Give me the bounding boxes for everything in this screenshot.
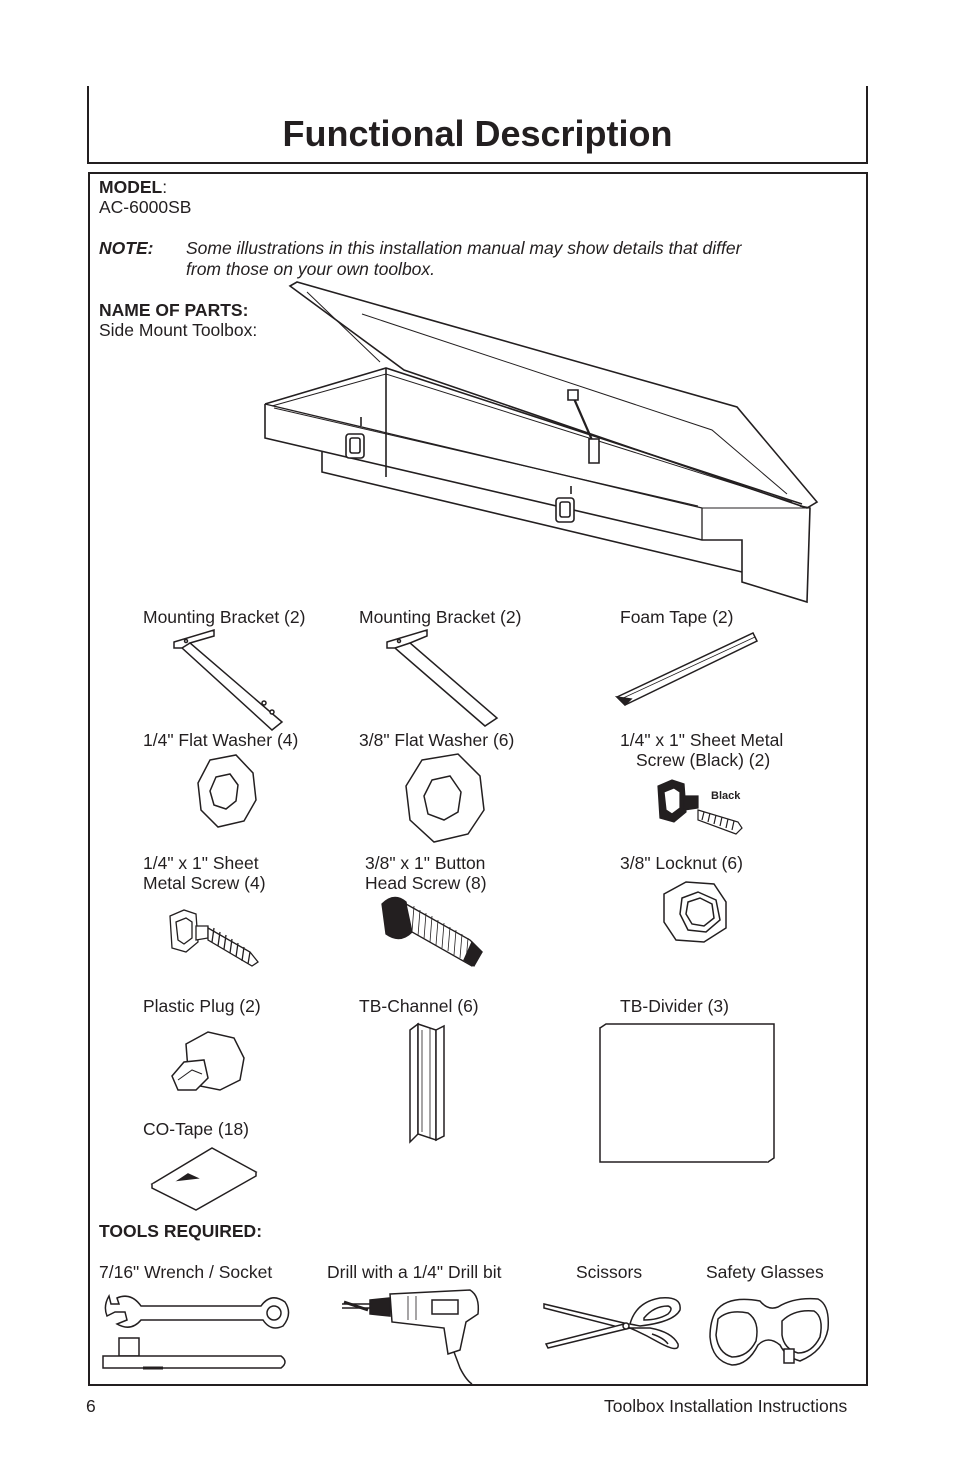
part-label-mounting-bracket-2: Mounting Bracket (2) (359, 607, 522, 627)
flat-washer-icon (404, 754, 486, 842)
tool-label-scissors: Scissors (576, 1262, 643, 1282)
tool-label-safety-glasses: Safety Glasses (706, 1262, 824, 1282)
plastic-plug-icon (168, 1030, 248, 1096)
locknut-icon (660, 878, 730, 946)
side-mount-toolbox-illustration (262, 282, 822, 602)
parts-subheading: Side Mount Toolbox: (99, 320, 258, 340)
note-line-1: Some illustrations in this installation … (186, 238, 742, 258)
flat-washer-icon (196, 755, 258, 827)
model-value: AC-6000SB (99, 197, 192, 217)
scissors-icon (540, 1294, 686, 1358)
page-title: Functional Description (282, 113, 673, 154)
part-label-tb-divider: TB-Divider (3) (620, 996, 729, 1016)
part-label-quarter-sheet-metal-screw-line1: 1/4" x 1" Sheet (143, 853, 259, 873)
page-number: 6 (86, 1396, 96, 1416)
part-label-locknut: 3/8" Locknut (6) (620, 853, 743, 873)
part-label-tb-channel: TB-Channel (6) (359, 996, 479, 1016)
mounting-bracket-icon (172, 630, 287, 730)
part-label-plastic-plug: Plastic Plug (2) (143, 996, 261, 1016)
wrench-socket-icon (101, 1292, 293, 1376)
part-label-button-head-screw-line2: Head Screw (8) (365, 873, 487, 893)
content-frame (88, 172, 868, 1386)
part-label-mounting-bracket-1: Mounting Bracket (2) (143, 607, 306, 627)
part-label-button-head-screw-line1: 3/8" x 1" Button (365, 853, 486, 873)
tb-divider-icon (598, 1022, 776, 1164)
mounting-bracket-icon (385, 630, 500, 730)
part-label-quarter-sheet-metal-screw-line2: Metal Screw (4) (143, 873, 266, 893)
safety-glasses-icon (708, 1291, 832, 1369)
parts-heading: NAME OF PARTS: (99, 300, 249, 320)
tool-label-wrench: 7/16" Wrench / Socket (99, 1262, 273, 1282)
title-frame (87, 86, 868, 164)
black-sheet-metal-screw-icon (654, 776, 744, 838)
part-label-co-tape: CO-Tape (18) (143, 1119, 250, 1139)
note-label: NOTE: (99, 238, 154, 258)
tool-label-drill: Drill with a 1/4" Drill bit (327, 1262, 502, 1282)
tools-heading: TOOLS REQUIRED: (99, 1221, 263, 1241)
drill-icon (342, 1288, 488, 1384)
tb-channel-icon (408, 1022, 448, 1144)
foam-tape-icon (615, 633, 760, 707)
part-label-threeeighths-flat-washer: 3/8" Flat Washer (6) (359, 730, 515, 750)
model-label: MODEL (99, 177, 163, 197)
model-label-line: MODEL: (99, 177, 167, 198)
co-tape-icon (150, 1146, 260, 1210)
black-finish-badge: Black (711, 790, 741, 802)
part-label-black-sheet-metal-screw-line2: Screw (Black) (2) (636, 750, 771, 770)
part-label-quarter-flat-washer: 1/4" Flat Washer (4) (143, 730, 299, 750)
part-label-foam-tape: Foam Tape (2) (620, 607, 734, 627)
model-separator: : (162, 177, 168, 197)
footer-title: Toolbox Installation Instructions (604, 1396, 848, 1416)
sheet-metal-screw-icon (166, 906, 262, 970)
button-head-screw-icon (376, 894, 486, 970)
part-label-black-sheet-metal-screw-line1: 1/4" x 1" Sheet Metal (620, 730, 784, 750)
note-line-2: from those on your own toolbox. (186, 259, 436, 279)
